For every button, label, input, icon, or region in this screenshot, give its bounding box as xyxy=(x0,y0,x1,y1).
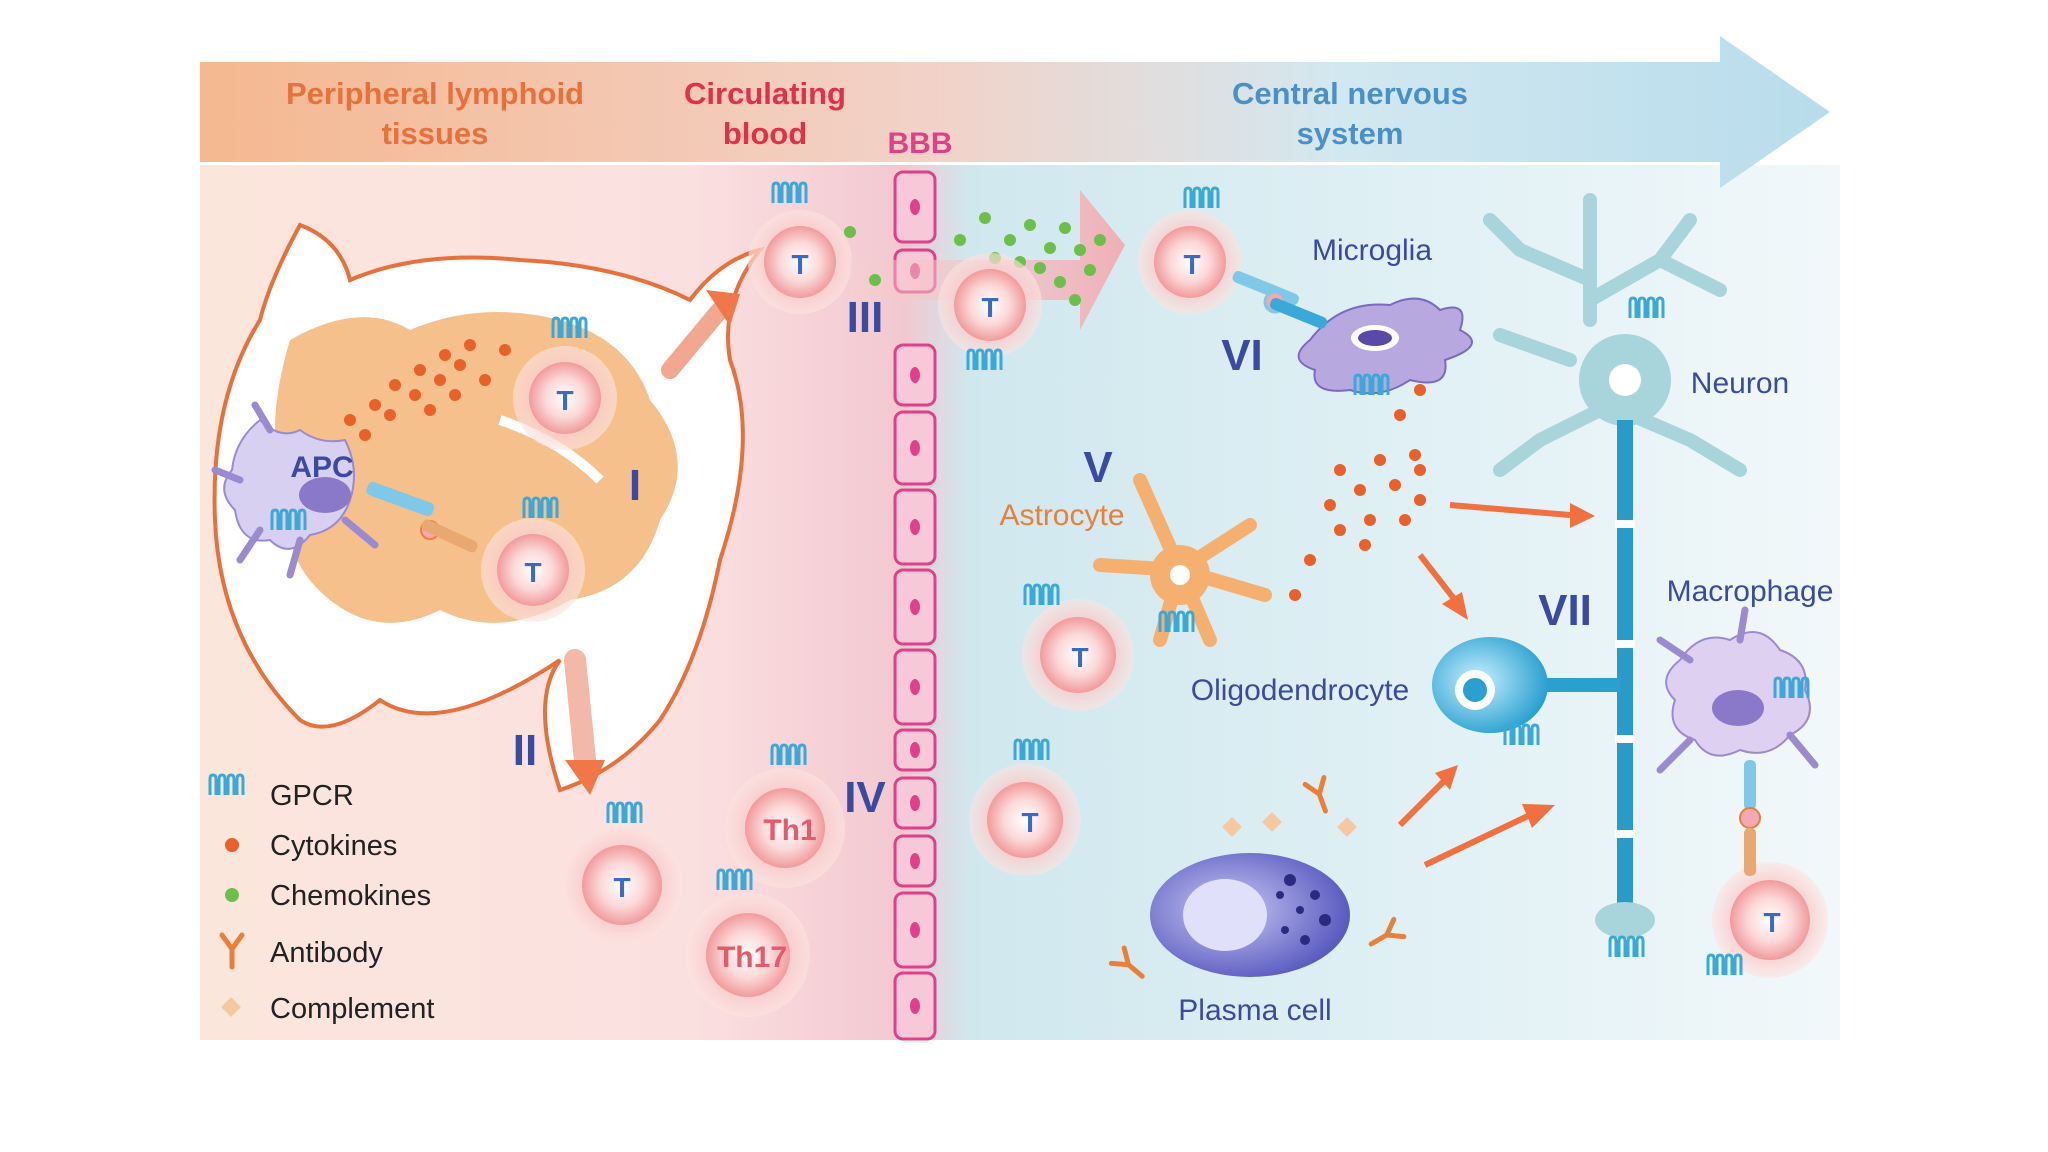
zone-label-blood-2: blood xyxy=(723,116,807,151)
legend-label: GPCR xyxy=(270,780,354,812)
legend-item-antibody: Antibody xyxy=(222,935,383,969)
t-cell-label-cns-3: T xyxy=(1071,642,1088,673)
legend-label: Complement xyxy=(270,993,434,1025)
th1-cell xyxy=(725,768,845,888)
zone-label-lymphoid-1: Peripheral lymphoid xyxy=(286,76,584,111)
direction-arrow xyxy=(200,36,1830,188)
microglia-cell xyxy=(1297,297,1473,395)
microglia-label: Microglia xyxy=(1312,234,1432,267)
arrow-down-blood xyxy=(565,760,605,795)
t-cell-cns-microglia xyxy=(1138,210,1242,314)
t-cell-cns-iv xyxy=(969,764,1081,876)
zone-label-cns-1: Central nervous xyxy=(1232,76,1468,111)
arrow-to-blood xyxy=(706,290,740,326)
stage-label-vii: VII xyxy=(1538,586,1592,635)
chemokine-dot-icon xyxy=(225,888,239,902)
apc-cell xyxy=(211,401,379,579)
legend-label: Chemokines xyxy=(270,880,431,912)
cytokine-cluster-lymph xyxy=(344,339,511,441)
t-cell-macrophage xyxy=(1712,862,1828,978)
apc-label: APC xyxy=(290,451,353,484)
astrocyte-cell xyxy=(1093,473,1272,647)
astrocyte-label: Astrocyte xyxy=(999,499,1124,532)
stage-label-iii: III xyxy=(847,293,884,342)
t-cell-label-crossing: T xyxy=(981,292,998,323)
zone-label-cns-2: system xyxy=(1297,116,1404,151)
t-cell-label-blood-2: T xyxy=(613,872,630,903)
stage-label-iv: IV xyxy=(844,773,886,822)
t-cell-astrocyte xyxy=(1022,599,1134,711)
cytokine-dot-icon xyxy=(225,838,239,852)
macrophage-cell xyxy=(1656,606,1819,774)
th1-label: Th1 xyxy=(763,814,816,847)
complement-cluster xyxy=(1222,812,1357,837)
attack-arrows xyxy=(1397,502,1595,868)
th17-cell xyxy=(686,893,810,1017)
legend-label: Antibody xyxy=(270,937,383,969)
zone-label-lymphoid-2: tissues xyxy=(382,116,489,151)
t-cell-crossing xyxy=(938,253,1042,357)
mhc-tcr-complex-macrophage xyxy=(1739,760,1761,876)
th17-label: Th17 xyxy=(717,941,787,974)
zone-label-blood-1: Circulating xyxy=(684,76,846,111)
bbb-endothelium xyxy=(893,170,937,1041)
neuron-cell xyxy=(1483,193,1747,938)
t-cell-label-lymph-2: T xyxy=(524,557,541,588)
legend-item-cytokines: Cytokines xyxy=(225,830,397,862)
legend-label: Cytokines xyxy=(270,830,397,862)
plasma-cell xyxy=(1150,853,1350,977)
t-cell-label-blood-1: T xyxy=(791,249,808,280)
legend-item-chemokines: Chemokines xyxy=(225,880,431,912)
cytokine-cluster-cns xyxy=(1289,384,1426,601)
legend: GPCR Cytokines Chemokines Antibody Compl… xyxy=(208,773,434,1025)
stage-label-ii: II xyxy=(513,726,537,775)
mhc-tcr-complex-lymph xyxy=(366,481,478,553)
t-cell-lymph-1 xyxy=(513,346,617,450)
stage-label-i: I xyxy=(629,461,641,510)
t-cell-label-cns-1: T xyxy=(1183,249,1200,280)
mhc-tcr-complex-microglia xyxy=(1232,270,1328,329)
neuron-label: Neuron xyxy=(1691,367,1789,400)
oligodendrocyte-label: Oligodendrocyte xyxy=(1191,674,1409,707)
t-cell-lymph-2 xyxy=(481,518,585,622)
oligodendrocyte-cell xyxy=(1432,637,1620,733)
t-cell-label-cns-2: T xyxy=(1021,807,1038,838)
plasma-cell-label: Plasma cell xyxy=(1178,994,1331,1027)
stage-label-v: V xyxy=(1083,443,1113,492)
t-cell-label-lymph-1: T xyxy=(556,385,573,416)
bbb-label: BBB xyxy=(888,127,953,160)
t-cell-label-cns-4: T xyxy=(1763,907,1780,938)
macrophage-label: Macrophage xyxy=(1667,575,1834,608)
stage-label-vi: VI xyxy=(1221,331,1263,380)
t-cell-blood-1 xyxy=(748,210,852,314)
t-cell-blood-2 xyxy=(562,825,682,945)
legend-item-gpcr: GPCR xyxy=(208,773,354,812)
